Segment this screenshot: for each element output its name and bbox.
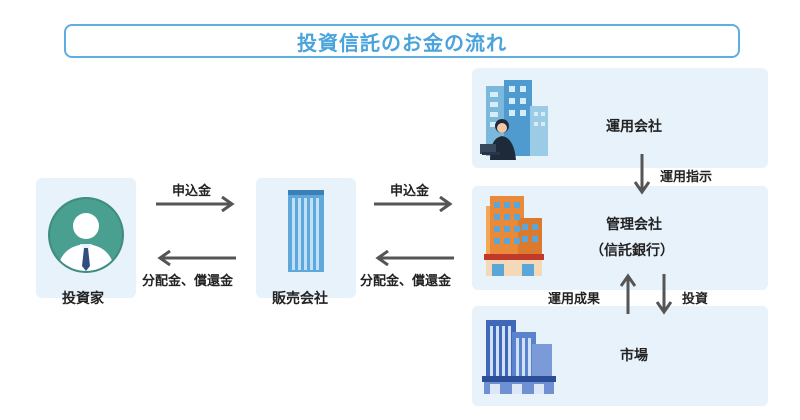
right-arrow-icon — [156, 196, 235, 212]
down-arrow-icon — [656, 274, 672, 315]
result-label: 運用成果 — [548, 292, 601, 307]
management-label: 運用会社 — [606, 119, 662, 135]
apply-money-label-2: 申込金 — [390, 184, 430, 199]
diagram-title: 投資信託のお金の流れ — [297, 30, 507, 55]
investor-label: 投資家 — [62, 291, 104, 307]
right-arrow-icon — [374, 196, 453, 212]
trustee-label-line2: （信託銀行） — [590, 243, 674, 259]
market-label: 市場 — [620, 348, 648, 364]
left-arrow-icon — [375, 250, 454, 266]
investment-label: 投資 — [682, 292, 709, 307]
up-arrow-icon — [620, 273, 636, 314]
businesswoman-laptop-icon — [480, 119, 516, 160]
distribution-label-1: 分配金、償還金 — [142, 274, 234, 289]
investor-avatar-icon — [48, 197, 124, 273]
distributor-label: 販売会社 — [272, 291, 328, 307]
left-arrow-icon — [157, 250, 236, 266]
down-arrow-icon — [634, 154, 650, 195]
distribution-label-2: 分配金、償還金 — [360, 274, 452, 289]
trustee-label-line1: 管理会社 — [606, 217, 662, 233]
title-box: 投資信託のお金の流れ — [64, 24, 740, 58]
city-buildings-icon — [482, 320, 556, 394]
instruction-label: 運用指示 — [660, 170, 713, 185]
tower-building-icon — [288, 190, 324, 272]
bank-building-icon — [484, 196, 544, 276]
apply-money-label-1: 申込金 — [172, 184, 212, 199]
